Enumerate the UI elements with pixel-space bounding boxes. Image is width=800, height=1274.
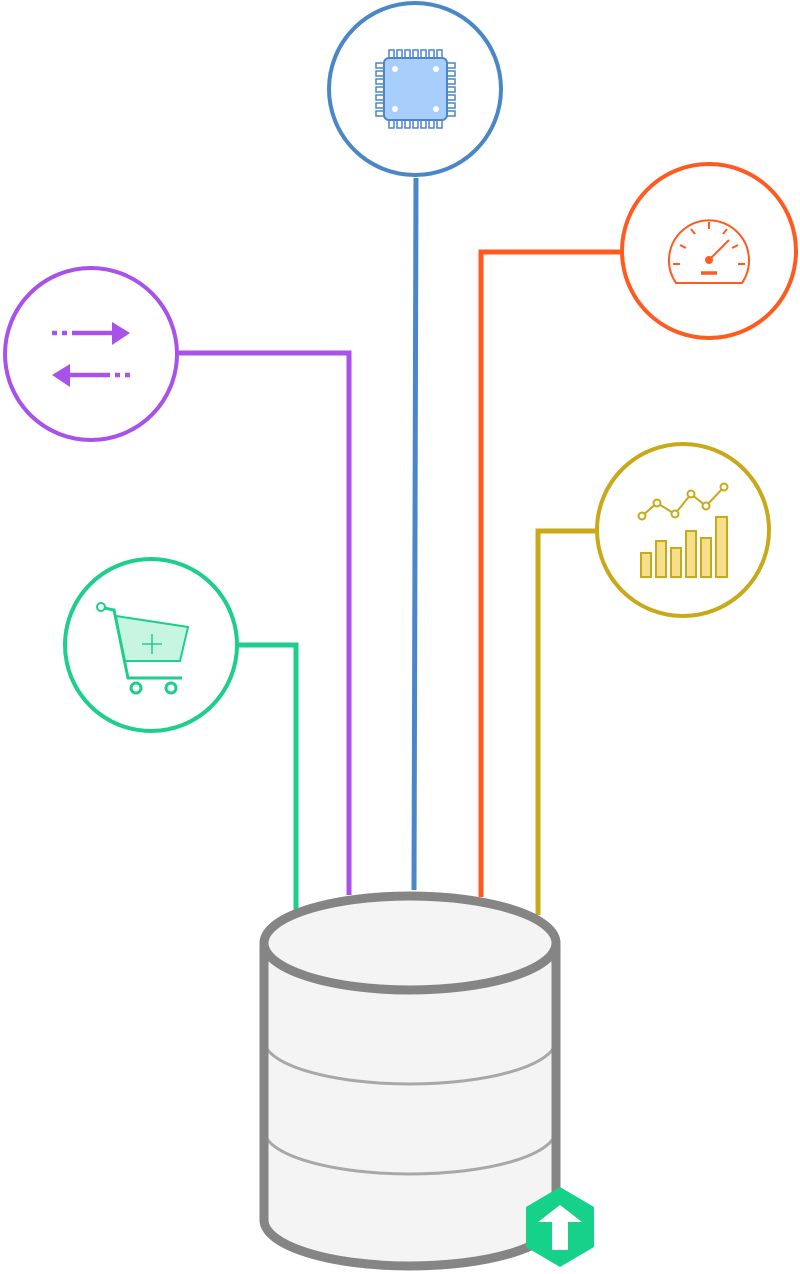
database-body xyxy=(264,945,556,1266)
analytics-node-ring xyxy=(595,442,771,618)
brand-badge-arrow xyxy=(538,1205,582,1250)
cart-node xyxy=(63,557,239,733)
analytics-node xyxy=(595,442,771,618)
brand-logo-hexagon-icon xyxy=(526,1187,594,1267)
shopping-cart-add-icon xyxy=(96,602,190,695)
speed-node xyxy=(620,162,798,340)
speedometer-icon xyxy=(668,219,750,284)
connector-cart xyxy=(238,642,299,910)
cpu-chip-dots xyxy=(392,66,439,112)
cpu-chip-icon xyxy=(375,49,456,129)
cpu-node xyxy=(327,1,503,177)
bar-line-chart-icon xyxy=(637,482,729,578)
speed-node-ring xyxy=(620,162,798,340)
database-band-1 xyxy=(262,1039,558,1086)
cpu-chip-body xyxy=(383,57,448,121)
database-icon xyxy=(259,891,561,1271)
connector-lines xyxy=(178,177,622,915)
bidirectional-arrows-icon xyxy=(52,322,130,387)
connector-speed xyxy=(478,249,622,897)
transfer-node xyxy=(3,266,179,442)
connector-analytics xyxy=(535,528,598,915)
connector-cpu xyxy=(411,177,419,891)
database-band-2 xyxy=(262,1129,558,1176)
database-top xyxy=(259,891,561,995)
connector-transfer xyxy=(178,350,352,895)
transfer-node-ring xyxy=(3,266,179,442)
